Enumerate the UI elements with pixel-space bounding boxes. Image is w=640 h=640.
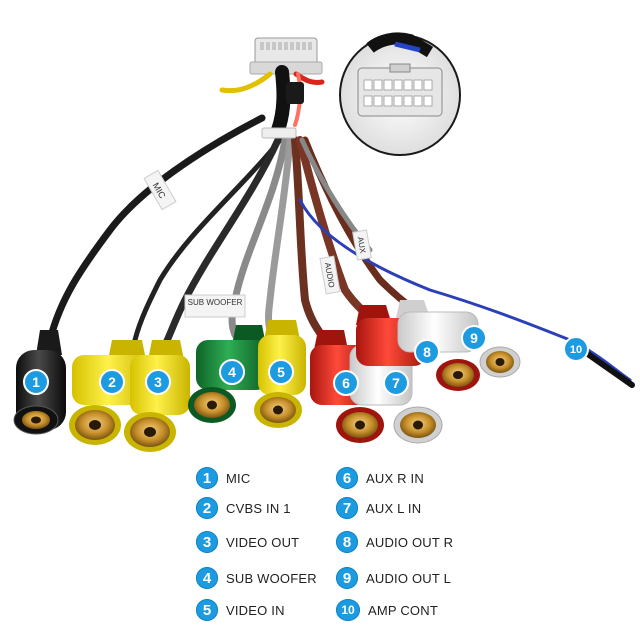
callout-1-text: 1 (32, 374, 40, 390)
wire-tag-aux-text: AUX (356, 236, 368, 254)
connector-8-red-rca (356, 305, 480, 391)
callout-3: 3 (145, 369, 171, 395)
wire-tag-audio-text: AUDIO (323, 262, 336, 289)
callout-8-text: 8 (423, 344, 431, 360)
callout-10-text: 10 (570, 344, 582, 356)
wire-tag-mic: MIC (143, 169, 177, 211)
wire-tag-sub-woofer-text: SUB WOOFER (188, 298, 243, 307)
callout-5-text: 5 (277, 364, 285, 380)
connector-9-white-rca (396, 300, 521, 378)
callout-4-text: 4 (228, 364, 236, 380)
callout-2: 2 (99, 369, 125, 395)
callout-9: 9 (461, 325, 487, 351)
callout-10: 10 (563, 336, 589, 362)
callout-1: 1 (23, 369, 49, 395)
connector-inset (339, 32, 461, 156)
callout-8: 8 (414, 339, 440, 365)
callout-7-text: 7 (392, 375, 400, 391)
callout-9-text: 9 (470, 330, 478, 346)
wire-tag-aux: AUX (352, 229, 372, 261)
callout-7: 7 (383, 370, 409, 396)
wire-tag-sub-woofer: SUB WOOFER (184, 294, 246, 318)
callout-5: 5 (268, 359, 294, 385)
wire-tag-audio: AUDIO (319, 255, 341, 295)
callout-3-text: 3 (154, 374, 162, 390)
callout-2-text: 2 (108, 374, 116, 390)
callout-4: 4 (219, 359, 245, 385)
callout-6: 6 (333, 370, 359, 396)
callout-6-text: 6 (342, 375, 350, 391)
